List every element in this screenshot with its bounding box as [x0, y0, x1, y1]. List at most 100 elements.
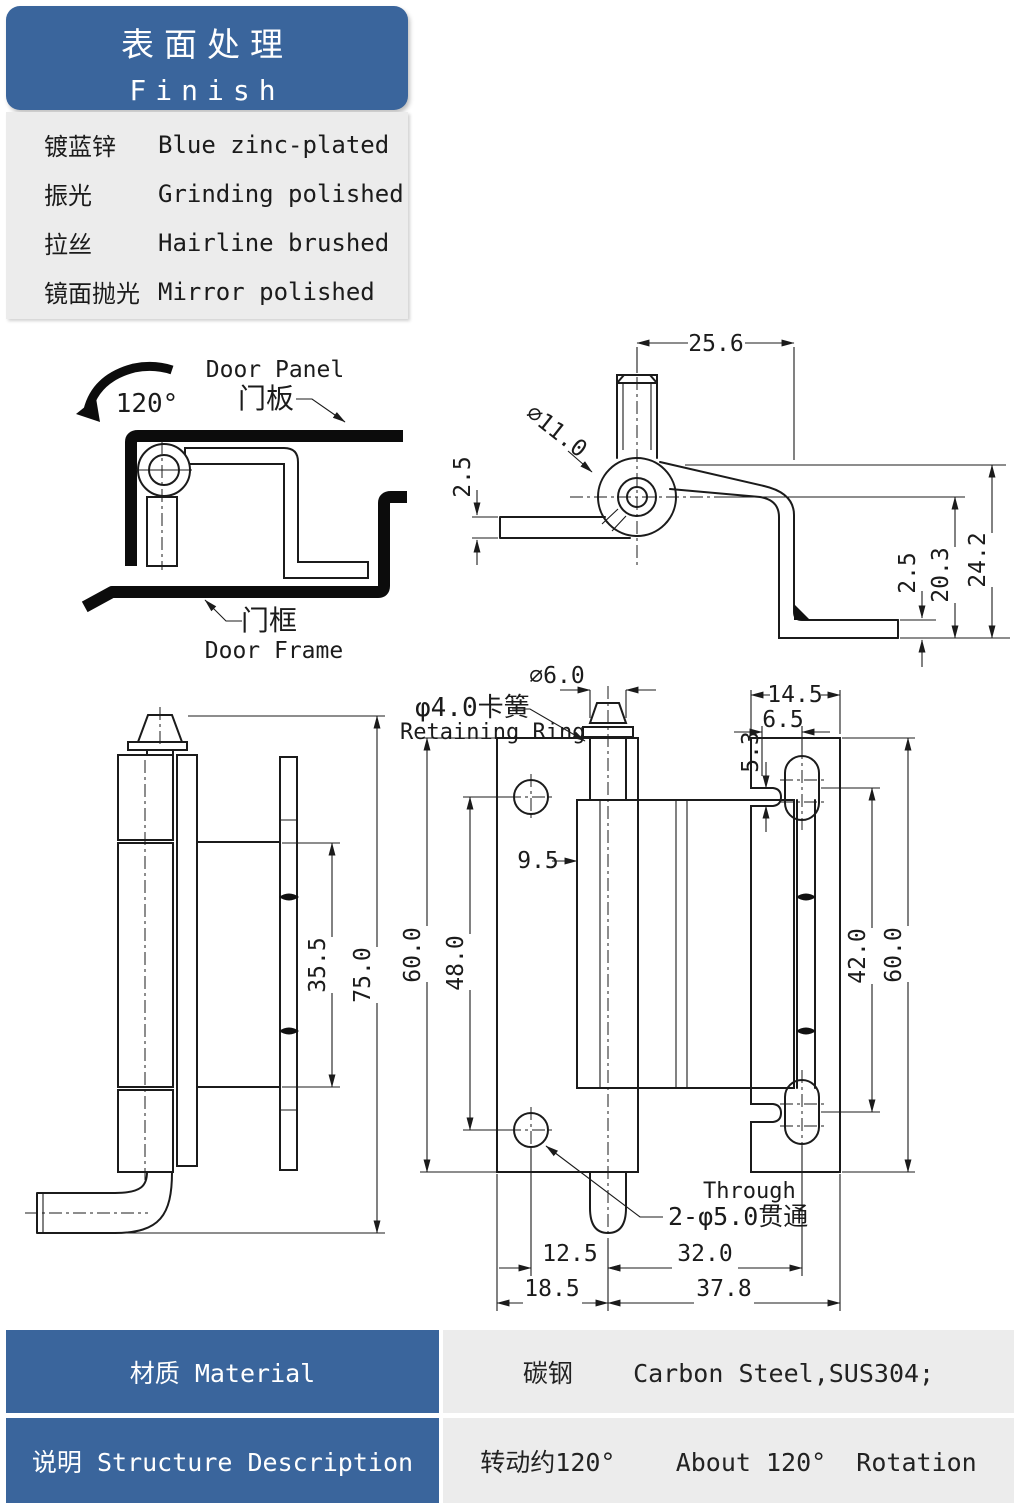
ring-leader: [512, 708, 586, 742]
far-leaf-edge: [279, 756, 298, 1171]
rotation-angle-label: 120°: [116, 389, 179, 419]
screw-slot-icon: [796, 893, 816, 901]
leaf-web-edges: [196, 841, 281, 1088]
dim-left-inner-label: 48.0: [443, 935, 469, 990]
dim-pin-diameter-label: ⌀6.0: [529, 663, 584, 689]
finish-row: 拉丝 Hairline brushed: [6, 218, 408, 267]
finish-title-en: Finish: [129, 74, 285, 107]
dim-extension: [685, 464, 1010, 639]
pin-bottom: [589, 1171, 627, 1235]
dim-notch-label: 5.3: [738, 731, 764, 773]
hole-centerlines: [508, 774, 554, 1153]
material-label: 材质 Material: [6, 1330, 439, 1413]
finish-en: Grinding polished: [158, 179, 404, 208]
rotation-arrowhead-icon: [76, 398, 100, 422]
door-frame-leader: [204, 599, 242, 622]
through-leader: [545, 1145, 663, 1218]
pin-outline: [616, 374, 658, 459]
finish-row: 镀蓝锌 Blue zinc-plated: [6, 120, 408, 169]
door-panel-leader: [296, 398, 346, 423]
finish-title-zh: 表面处理: [121, 25, 293, 64]
dim-plate-width-label: 14.5: [767, 682, 822, 708]
hub-wedge-lines: [601, 508, 627, 532]
left-plate-edge: [499, 516, 631, 539]
dim-pin-to-slot-label: 32.0: [677, 1241, 732, 1267]
arm-inner-contour: [669, 488, 899, 639]
barrel: [576, 799, 795, 1089]
dim-extension: [636, 347, 795, 460]
ring-label-zh: φ4.0卡簧: [415, 693, 530, 723]
finish-table-header: 表面处理 Finish: [6, 6, 408, 110]
dim-drop-label: 20.3: [928, 547, 954, 602]
dim-right-inner-label: 42.0: [845, 928, 871, 983]
through-label-zh: 2-φ5.0贯通: [668, 1202, 808, 1231]
slot-centerlines: [780, 746, 824, 1154]
left-plate: [496, 737, 639, 1173]
hinge-profile-view: 25.6 ⌀11.0 2.5 2.5 20.3 24.2: [450, 331, 1010, 667]
dim-plate-thickness-label: 2.5: [450, 456, 476, 498]
spec-row-material: 材质 Material 碳钢 Carbon Steel,SUS304;: [6, 1330, 1014, 1413]
finish-en: Mirror polished: [158, 277, 375, 306]
dim-extension: [761, 726, 803, 776]
right-plate: [750, 737, 841, 1173]
material-value: 碳钢 Carbon Steel,SUS304;: [443, 1330, 1014, 1413]
door-panel-shape: [125, 430, 403, 566]
finish-en: Blue zinc-plated: [158, 130, 390, 159]
dim-width-label: 25.6: [688, 331, 743, 357]
hinge-front-view: ⌀6.0 φ4.0卡簧 Retaining Ring 14.5 6.5 5.3 …: [400, 663, 915, 1311]
dim-slot-edge-label: 6.5: [762, 707, 804, 733]
ring-label-en: Retaining Ring: [400, 720, 585, 745]
dim-foot-thickness-label: 2.5: [895, 552, 921, 594]
pin-shaft: [589, 736, 627, 801]
finish-zh: 镜面抛光: [44, 280, 140, 308]
dim-diameter-label: ⌀11.0: [521, 400, 592, 463]
spec-row-description: 说明 Structure Description 转动约120° About 1…: [6, 1418, 1014, 1503]
dim-hole-to-pin-label: 12.5: [542, 1241, 597, 1267]
finish-table-body: 镀蓝锌 Blue zinc-plated 振光 Grinding polishe…: [6, 112, 408, 319]
dim-left-outer-label: 60.0: [400, 927, 426, 982]
leaf-edge: [176, 754, 198, 1167]
hinge-side-view: 35.5 75.0: [25, 707, 385, 1234]
rotation-arc: [83, 361, 174, 412]
retaining-washer: [127, 741, 188, 751]
finish-row: 镜面抛光 Mirror polished: [6, 267, 408, 316]
dim-extension: [496, 1146, 841, 1311]
finish-en: Hairline brushed: [158, 228, 390, 257]
door-panel-label-zh: 门板: [238, 382, 294, 415]
dim-right-outer-label: 60.0: [881, 927, 907, 982]
hinge-leaf-section: [184, 447, 369, 579]
weld-mark-icon: [794, 604, 810, 620]
finish-zh: 拉丝: [44, 231, 92, 259]
screw-slot-icon: [279, 1027, 299, 1035]
through-label-en: Through: [703, 1179, 796, 1204]
dim-left-width-label: 18.5: [524, 1276, 579, 1302]
far-leaf-bend-lines: [280, 819, 297, 1111]
finish-zh: 镀蓝锌: [44, 133, 116, 161]
dim-overall-label: 75.0: [350, 947, 376, 1002]
dim-extension: [472, 516, 498, 539]
door-frame-label-zh: 门框: [241, 604, 297, 637]
dim-extension: [589, 690, 627, 718]
dim-extension: [420, 737, 497, 1173]
pin-head: [588, 702, 628, 724]
dim-inner-label: 35.5: [305, 937, 331, 992]
door-frame-label-en: Door Frame: [205, 638, 343, 664]
dim-extension: [120, 715, 385, 1234]
finish-row: 振光 Grinding polished: [6, 169, 408, 218]
dim-extension: [842, 737, 915, 1173]
screw-slot-icon: [796, 1027, 816, 1035]
right-leaf-edge: [796, 799, 816, 1089]
door-frame-shape: [81, 491, 407, 613]
barrel-seams: [599, 800, 688, 1088]
dim-right-width-label: 37.8: [696, 1276, 751, 1302]
pin-thread-lines: [622, 383, 652, 450]
screw-slot-icon: [279, 893, 299, 901]
description-label: 说明 Structure Description: [6, 1418, 439, 1503]
l-pin-outer: [114, 1171, 173, 1234]
finish-zh: 振光: [44, 182, 92, 210]
dim-offset-label: 9.5: [517, 848, 559, 874]
door-installation-diagram: 120° Door Panel 门板 门框 Door Frame: [76, 357, 407, 664]
dim-total-height-label: 24.2: [965, 532, 991, 587]
door-panel-label-en: Door Panel: [206, 357, 344, 383]
